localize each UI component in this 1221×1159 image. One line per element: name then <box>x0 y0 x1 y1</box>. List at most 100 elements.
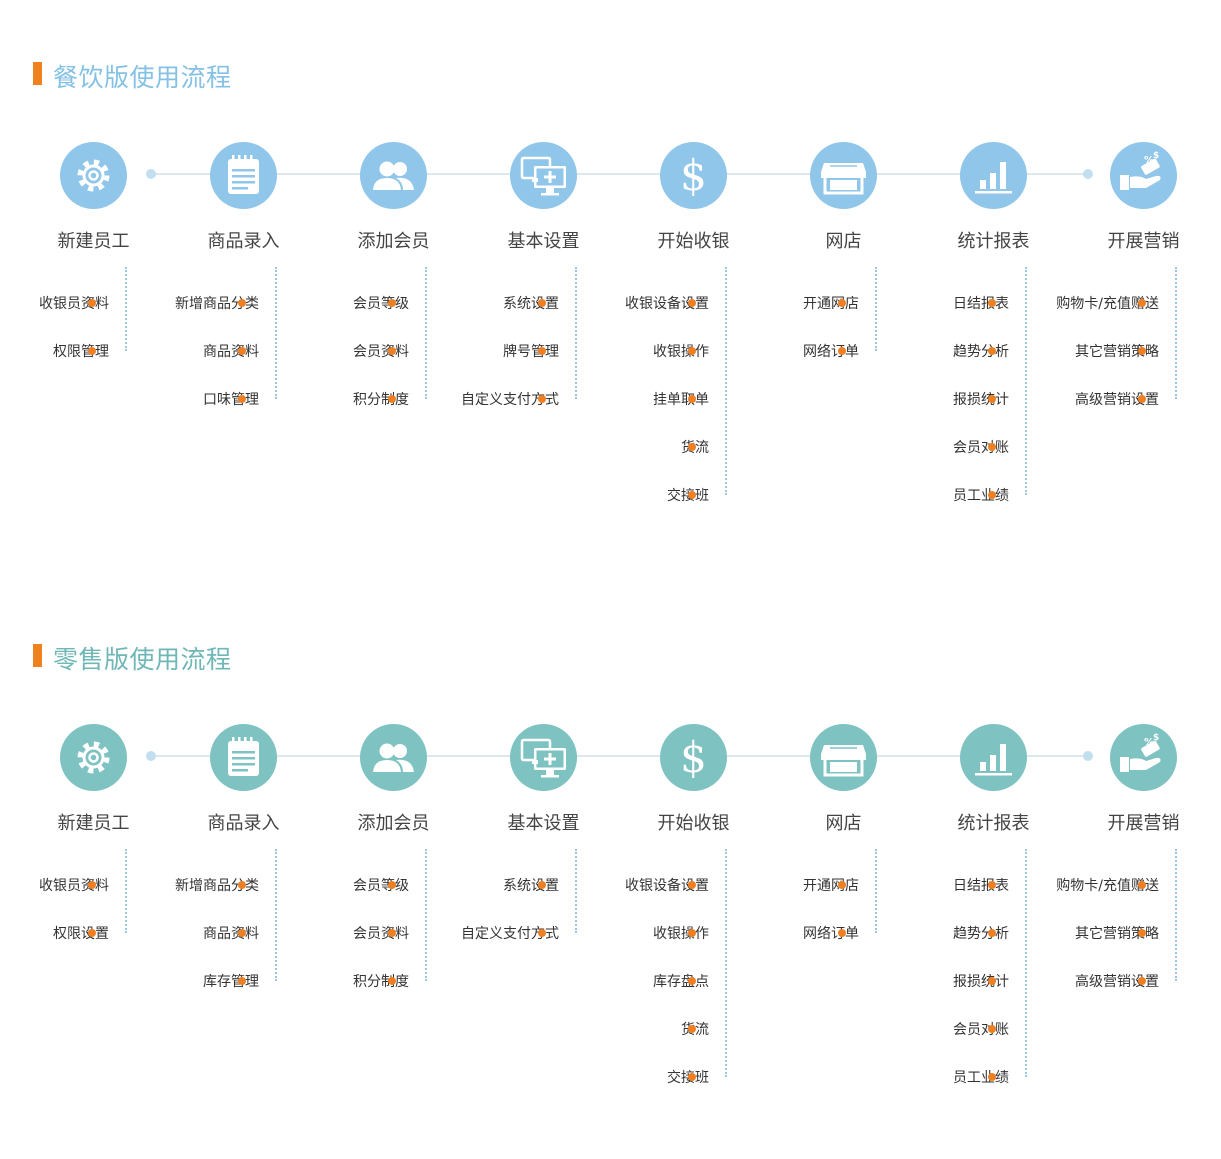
step-icon-circle[interactable] <box>360 142 427 209</box>
sub-item[interactable]: 货流 <box>599 437 719 457</box>
sub-item-label: 收银员资料 <box>39 878 109 894</box>
section-title: 餐饮版使用流程 <box>53 63 232 92</box>
sub-item[interactable]: 收银操作 <box>599 341 719 361</box>
sub-item[interactable]: 日结报表 <box>899 875 1019 895</box>
sub-item-label: 开通网店 <box>803 878 859 894</box>
flow-step[interactable]: %$开展营销购物卡/充值赠送其它营销策略高级营销设置 <box>1056 724 1221 1104</box>
sub-item[interactable]: 权限设置 <box>0 923 119 943</box>
flow-step[interactable]: 统计报表日结报表趋势分析报损统计会员对账员工业绩 <box>933 724 1083 1104</box>
sub-item[interactable]: 其它营销策略 <box>1049 923 1169 943</box>
sub-item[interactable]: 网络订单 <box>749 923 869 943</box>
sub-item[interactable]: 口味管理 <box>149 389 269 409</box>
step-icon-circle[interactable]: $ <box>660 142 727 209</box>
sub-item[interactable]: 自定义支付方式 <box>449 923 569 943</box>
sub-item[interactable]: 牌号管理 <box>449 341 569 361</box>
flow-step[interactable]: 商品录入新增商品分类商品资料库存管理 <box>175 724 333 1104</box>
step-icon-circle[interactable]: $ <box>660 724 727 791</box>
sub-item[interactable]: 交接班 <box>599 1067 719 1087</box>
sub-item[interactable]: 商品资料 <box>149 923 269 943</box>
sub-item-label: 购物卡/充值赠送 <box>1056 296 1159 312</box>
flow-step[interactable]: 添加会员会员等级会员资料积分制度 <box>333 724 483 1104</box>
flow-step[interactable]: 商品录入新增商品分类商品资料口味管理 <box>175 142 333 522</box>
svg-text:$: $ <box>680 151 707 200</box>
sub-item[interactable]: 会员资料 <box>299 341 419 361</box>
step-icon-circle[interactable] <box>510 142 577 209</box>
sub-item[interactable]: 高级营销设置 <box>1049 971 1169 991</box>
step-icon-circle[interactable] <box>510 724 577 791</box>
step-icon-circle[interactable] <box>960 724 1027 791</box>
sub-item-dot <box>1138 347 1146 355</box>
sub-item[interactable]: 员工业绩 <box>899 1067 1019 1087</box>
sub-item-dot <box>688 299 696 307</box>
sub-item[interactable]: 趋势分析 <box>899 923 1019 943</box>
sub-item[interactable]: 自定义支付方式 <box>449 389 569 409</box>
sub-item-dot <box>688 977 696 985</box>
step-icon-circle[interactable]: %$ <box>1110 724 1177 791</box>
sub-item[interactable]: 库存管理 <box>149 971 269 991</box>
step-icon-circle[interactable] <box>210 142 277 209</box>
sub-item[interactable]: 权限管理 <box>0 341 119 361</box>
sub-item-label: 库存盘点 <box>653 974 709 990</box>
sub-item[interactable]: 收银操作 <box>599 923 719 943</box>
sub-item[interactable]: 收银员资料 <box>0 875 119 895</box>
sub-item-label: 积分制度 <box>353 392 409 408</box>
sub-item[interactable]: 购物卡/充值赠送 <box>1049 293 1169 313</box>
flow-step[interactable]: 统计报表日结报表趋势分析报损统计会员对账员工业绩 <box>933 142 1083 522</box>
sub-item[interactable]: 交接班 <box>599 485 719 505</box>
flow-step[interactable]: 新建员工收银员资料权限管理 <box>33 142 183 522</box>
flow-connector-line <box>151 755 1088 757</box>
flow-step[interactable]: %$开展营销购物卡/充值赠送其它营销策略高级营销设置 <box>1056 142 1221 522</box>
step-icon-circle[interactable] <box>810 142 877 209</box>
flow-step[interactable]: 基本设置系统设置自定义支付方式 <box>461 724 633 1104</box>
flow-step[interactable]: 新建员工收银员资料权限设置 <box>33 724 183 1104</box>
sub-item[interactable]: 购物卡/充值赠送 <box>1049 875 1169 895</box>
sub-item[interactable]: 会员对账 <box>899 1019 1019 1039</box>
sub-item[interactable]: 报损统计 <box>899 971 1019 991</box>
sub-item[interactable]: 网络订单 <box>749 341 869 361</box>
sub-item[interactable]: 日结报表 <box>899 293 1019 313</box>
sub-item[interactable]: 会员资料 <box>299 923 419 943</box>
sub-item[interactable]: 商品资料 <box>149 341 269 361</box>
sub-item[interactable]: 收银设备设置 <box>599 875 719 895</box>
sub-item[interactable]: 趋势分析 <box>899 341 1019 361</box>
sub-item[interactable]: 库存盘点 <box>599 971 719 991</box>
sub-item-dot <box>238 395 246 403</box>
flow-step[interactable]: 添加会员会员等级会员资料积分制度 <box>333 142 483 522</box>
step-icon-circle[interactable] <box>360 724 427 791</box>
step-icon-circle[interactable] <box>960 142 1027 209</box>
step-dotted-line <box>125 267 127 351</box>
sub-item[interactable]: 开通网店 <box>749 293 869 313</box>
sub-item[interactable]: 员工业绩 <box>899 485 1019 505</box>
sub-item[interactable]: 其它营销策略 <box>1049 341 1169 361</box>
flow-step[interactable]: 基本设置系统设置牌号管理自定义支付方式 <box>461 142 633 522</box>
sub-item[interactable]: 挂单取单 <box>599 389 719 409</box>
sub-item[interactable]: 系统设置 <box>449 293 569 313</box>
step-icon-circle[interactable] <box>810 724 877 791</box>
sub-item[interactable]: 会员对账 <box>899 437 1019 457</box>
step-icon-circle[interactable] <box>60 724 127 791</box>
sub-item[interactable]: 高级营销设置 <box>1049 389 1169 409</box>
sub-item[interactable]: 新增商品分类 <box>149 293 269 313</box>
step-icon-circle[interactable] <box>60 142 127 209</box>
flow-step[interactable]: 网店开通网店网络订单 <box>783 724 933 1104</box>
sub-item[interactable]: 新增商品分类 <box>149 875 269 895</box>
flow-step[interactable]: $开始收银收银设备设置收银操作挂单取单货流交接班 <box>625 142 783 522</box>
sub-item[interactable]: 收银设备设置 <box>599 293 719 313</box>
step-icon-circle[interactable] <box>210 724 277 791</box>
sub-item[interactable]: 收银员资料 <box>0 293 119 313</box>
sub-item[interactable]: 货流 <box>599 1019 719 1039</box>
flow-step[interactable]: $开始收银收银设备设置收银操作库存盘点货流交接班 <box>625 724 783 1104</box>
step-icon-circle[interactable]: %$ <box>1110 142 1177 209</box>
sub-item[interactable]: 会员等级 <box>299 875 419 895</box>
sub-item[interactable]: 报损统计 <box>899 389 1019 409</box>
sub-item[interactable]: 积分制度 <box>299 971 419 991</box>
sub-item-label: 挂单取单 <box>653 392 709 408</box>
sub-item[interactable]: 开通网店 <box>749 875 869 895</box>
sub-item[interactable]: 系统设置 <box>449 875 569 895</box>
sub-item[interactable]: 积分制度 <box>299 389 419 409</box>
svg-text:$: $ <box>1153 733 1159 743</box>
sub-item-label: 收银操作 <box>653 344 709 360</box>
sub-item[interactable]: 会员等级 <box>299 293 419 313</box>
step-label: 基本设置 <box>507 231 580 252</box>
flow-step[interactable]: 网店开通网店网络订单 <box>783 142 933 522</box>
